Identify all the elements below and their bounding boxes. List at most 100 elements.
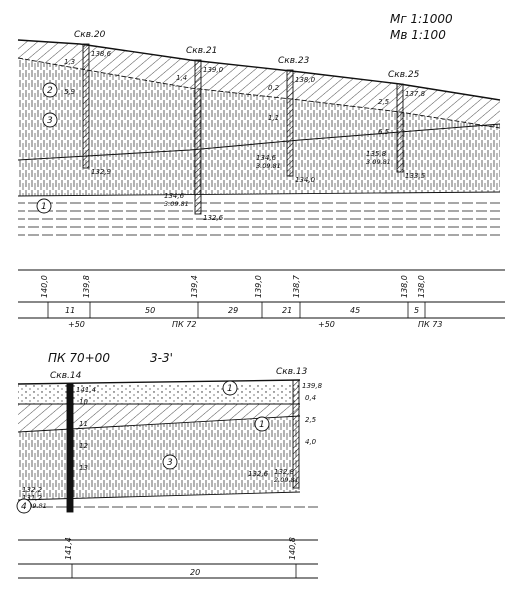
borehole-top-elevation: 137,8 xyxy=(405,90,426,98)
segment-distance-label: 21 xyxy=(282,306,292,315)
layer-depth-label: 2,5 xyxy=(378,98,390,106)
segment-distance-label: 45 xyxy=(350,306,360,315)
layer-3-lower-fill xyxy=(18,416,300,500)
borehole-bottom-elevation: 132,6 xyxy=(248,470,269,478)
water-level-elevation: 132,8 xyxy=(274,468,295,476)
layer-number: 1 xyxy=(227,384,233,394)
layer-depth-label: 6,5 xyxy=(378,128,390,136)
layer-number: 2 xyxy=(47,86,53,96)
section-picket-title: ПК 70+00 xyxy=(48,351,110,365)
picket-label: +50 xyxy=(68,320,85,329)
horizontal-scale-label: Mг 1:1000 xyxy=(390,12,453,26)
picket-label: ПК 73 xyxy=(418,320,442,329)
borehole-top-elevation: 138,6 xyxy=(91,50,112,58)
borehole-name-label: Скв.21 xyxy=(186,46,217,56)
borehole-name-label: Скв.23 xyxy=(278,56,310,66)
vertical-scale-label: Mв 1:100 xyxy=(390,28,446,42)
layer-depth-label: 1,1 xyxy=(268,114,279,122)
segment-distance-label: 11 xyxy=(65,306,75,315)
layer-depth-label: 4,0 xyxy=(305,438,317,446)
borehole-column xyxy=(82,43,90,169)
borehole-column xyxy=(286,69,294,177)
layer-number-circle xyxy=(222,380,238,396)
layer-boundary-line-lower xyxy=(17,415,301,433)
layer-depth-label: 1,3 xyxy=(64,58,75,66)
profile-elevation-label: 139,0 xyxy=(254,275,263,298)
layer-number: 4 xyxy=(21,502,27,512)
layer-depth-label: 10 xyxy=(79,398,88,406)
borehole-top-elevation: 141,4 xyxy=(76,386,96,394)
borehole-column xyxy=(194,59,202,215)
layer-depth-label: 0,2 xyxy=(268,84,280,92)
water-level-date: 3.09.81 xyxy=(256,162,281,170)
profile-elevation-label: 138,0 xyxy=(417,275,426,298)
layer-number: 3 xyxy=(47,116,53,126)
segment-distance-label: 5 xyxy=(414,306,419,315)
water-level-elevation: 134,6 xyxy=(164,192,185,200)
ground-surface-line xyxy=(17,39,501,101)
layer-number-circle xyxy=(162,454,178,470)
profile-elevation-label: 138,7 xyxy=(292,274,301,298)
water-level-elevation: 135,8 xyxy=(366,150,387,158)
ground-surface-line-lower xyxy=(17,379,301,385)
layer-number-circle xyxy=(42,82,58,98)
sand-layer-fill xyxy=(18,384,300,404)
water-level-date: 2.09.81 xyxy=(22,502,47,510)
layer-depth-label: 13 xyxy=(79,464,88,472)
segment-distance-label: 50 xyxy=(145,306,155,315)
layer-depth-label: 11 xyxy=(79,420,88,428)
layer-boundary-line-lower xyxy=(17,491,301,501)
borehole-name-label: Скв.13 xyxy=(276,367,308,377)
profile-elevation-label: 140,0 xyxy=(40,275,49,298)
layer-depth-label: 12 xyxy=(79,442,88,450)
layer-depth-label: 5,9 xyxy=(64,88,76,96)
picket-label: +50 xyxy=(318,320,335,329)
layer-number-circle xyxy=(36,198,52,214)
borehole-bottom-elevation: 132,6 xyxy=(203,214,224,222)
layer-depth-label: 2,5 xyxy=(305,416,317,424)
borehole-bottom-elevation: 134,0 xyxy=(295,176,316,184)
water-level-date: 2.09.81 xyxy=(274,476,299,484)
segment-distance-label: 29 xyxy=(228,306,238,315)
profile-elevation-label: 141,4 xyxy=(64,537,73,560)
borehole-name-label: Скв.14 xyxy=(50,371,82,381)
layer-base-line xyxy=(17,191,501,197)
segment-distance-label: 20 xyxy=(190,568,200,577)
layer-4-fill xyxy=(18,500,318,514)
loam-layer-fill xyxy=(18,404,300,432)
layer-number-circle xyxy=(42,112,58,128)
borehole-top-elevation: 138,0 xyxy=(295,76,316,84)
borehole-name-label: Скв.25 xyxy=(388,70,420,80)
layer-1-clay-fill xyxy=(18,196,500,242)
layer-3-fill xyxy=(18,124,500,196)
section-name-title: 3-3' xyxy=(150,351,173,365)
layer-depth-label: 0,4 xyxy=(305,394,316,402)
borehole-bottom-elevation: 131,2 xyxy=(22,494,43,502)
borehole-column xyxy=(292,379,300,489)
layer-boundary-line xyxy=(17,57,501,129)
layer-depth-label: 1,4 xyxy=(176,74,187,82)
topsoil-fill xyxy=(18,40,500,128)
profile-elevation-label: 140,8 xyxy=(288,537,297,560)
water-level-date: 3.09.81 xyxy=(164,200,189,208)
layer-number: 1 xyxy=(259,420,265,430)
profile-elevation-label: 139,4 xyxy=(190,275,199,298)
borehole-top-elevation: 139,8 xyxy=(302,382,323,390)
borehole-name-label: Скв.20 xyxy=(74,30,106,40)
borehole-bottom-elevation: 132,9 xyxy=(91,168,112,176)
borehole-column xyxy=(396,83,404,173)
borehole-top-elevation: 139,0 xyxy=(203,66,224,74)
water-level-date: 3.09.81 xyxy=(366,158,391,166)
picket-label: ПК 72 xyxy=(172,320,196,329)
layer-number: 3 xyxy=(167,458,173,468)
layer-number-circle xyxy=(254,416,270,432)
borehole-bottom-elevation: 133,5 xyxy=(405,172,426,180)
profile-elevation-label: 139,8 xyxy=(82,275,91,298)
borehole-column xyxy=(66,383,74,513)
water-level-elevation: 132,2 xyxy=(22,486,43,494)
water-level-elevation: 134,6 xyxy=(256,154,277,162)
layer-number: 1 xyxy=(41,202,47,212)
layer-2-fill xyxy=(18,58,500,160)
